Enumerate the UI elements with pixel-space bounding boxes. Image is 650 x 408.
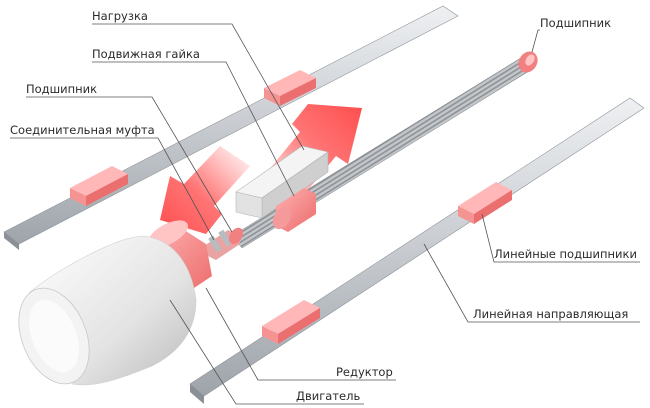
- upper-rail-bearing-block-2: [264, 70, 316, 106]
- label-linear-bearings: Линейные подшипники: [494, 247, 637, 261]
- leader-right-bearing: [531, 29, 540, 53]
- leader-moving-nut: [92, 61, 295, 197]
- label-linear-guide: Линейная направляющая: [473, 307, 628, 321]
- left-bearing: [229, 227, 243, 245]
- label-left-bearing: Подшипник: [26, 82, 97, 96]
- leader-load: [92, 23, 305, 151]
- label-motor: Двигатель: [296, 389, 360, 403]
- label-load: Нагрузка: [92, 9, 148, 23]
- motor: [18, 235, 197, 386]
- leader-reducer: [205, 287, 396, 381]
- moving-nut: [272, 188, 316, 232]
- leader-left-bearing: [26, 96, 233, 233]
- lower-rail-bearing-block-1: [458, 182, 512, 224]
- leader-coupling: [10, 137, 215, 241]
- lower-rail-bearing-block-2: [262, 300, 320, 344]
- label-reducer: Редуктор: [336, 365, 393, 379]
- leader-motor: [169, 299, 364, 405]
- upper-rail-bearing-block-1: [70, 166, 128, 206]
- motion-arrow-left: [160, 146, 250, 234]
- leader-linear-guide: [423, 243, 640, 323]
- label-coupling: Соединительная муфта: [10, 123, 155, 137]
- leader-linear-bearings: [481, 213, 640, 263]
- label-right-bearing: Подшипник: [540, 16, 611, 30]
- right-bearing: [518, 51, 538, 73]
- label-moving-nut: Подвижная гайка: [92, 47, 200, 61]
